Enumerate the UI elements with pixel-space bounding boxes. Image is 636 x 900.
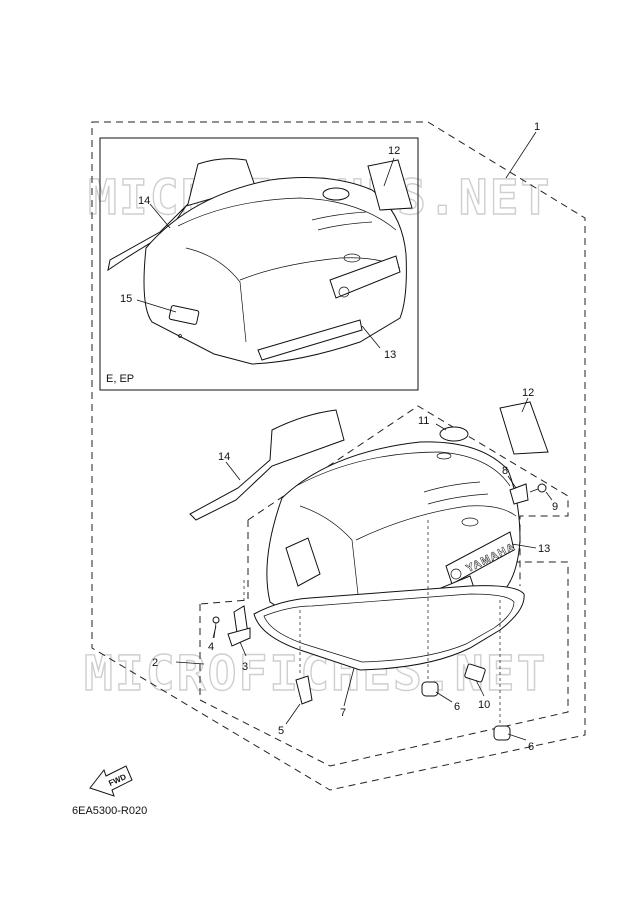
callout-12-inset: 12 bbox=[388, 145, 400, 157]
callout-7: 7 bbox=[340, 707, 346, 719]
assembly-boundary bbox=[91, 121, 586, 791]
inset-cowl-body bbox=[143, 177, 407, 365]
callout-6b: 6 bbox=[528, 741, 534, 753]
callout-4: 4 bbox=[208, 641, 214, 653]
diagram-code: 6EA5300-R020 bbox=[72, 805, 147, 817]
inset-frame bbox=[99, 137, 419, 391]
callout-6a: 6 bbox=[454, 701, 460, 713]
callout-9: 9 bbox=[552, 501, 558, 513]
inset-cowling bbox=[107, 158, 413, 365]
callout-5: 5 bbox=[278, 725, 284, 737]
callout-14-inset: 14 bbox=[138, 195, 150, 207]
decal-13 bbox=[445, 531, 515, 585]
callout-2: 2 bbox=[152, 657, 158, 669]
grommet-6a bbox=[421, 681, 439, 697]
inset-decal-13 bbox=[329, 255, 401, 299]
inset-label: E, EP bbox=[106, 373, 134, 385]
bracket-3 bbox=[227, 605, 251, 647]
inset-plate-15 bbox=[168, 305, 200, 325]
callout-3: 3 bbox=[242, 661, 248, 673]
bolt-9 bbox=[529, 483, 547, 493]
inset-sticker-14 bbox=[107, 158, 256, 272]
callout-15: 15 bbox=[120, 293, 132, 305]
callout-8: 8 bbox=[502, 465, 508, 477]
callout-1: 1 bbox=[534, 121, 540, 133]
grommet-6b bbox=[493, 725, 511, 741]
callout-13-inset: 13 bbox=[384, 349, 396, 361]
sticker-12 bbox=[499, 401, 549, 455]
callout-13: 13 bbox=[538, 543, 550, 555]
plate-10 bbox=[464, 663, 486, 683]
hook-5 bbox=[295, 675, 313, 705]
badge-11 bbox=[439, 426, 469, 442]
callout-12: 12 bbox=[522, 387, 534, 399]
seal-7 bbox=[253, 585, 525, 671]
callout-14: 14 bbox=[218, 451, 230, 463]
sticker-14 bbox=[189, 409, 345, 521]
callout-10: 10 bbox=[478, 699, 490, 711]
callout-11: 11 bbox=[418, 415, 429, 427]
inset-sticker-12 bbox=[367, 159, 413, 211]
holder-8 bbox=[509, 483, 529, 505]
fwd-arrow-icon: FWD bbox=[89, 765, 133, 797]
main-cowling: YAMAHA fourstroke bbox=[189, 401, 549, 671]
cowl-window bbox=[285, 537, 321, 587]
